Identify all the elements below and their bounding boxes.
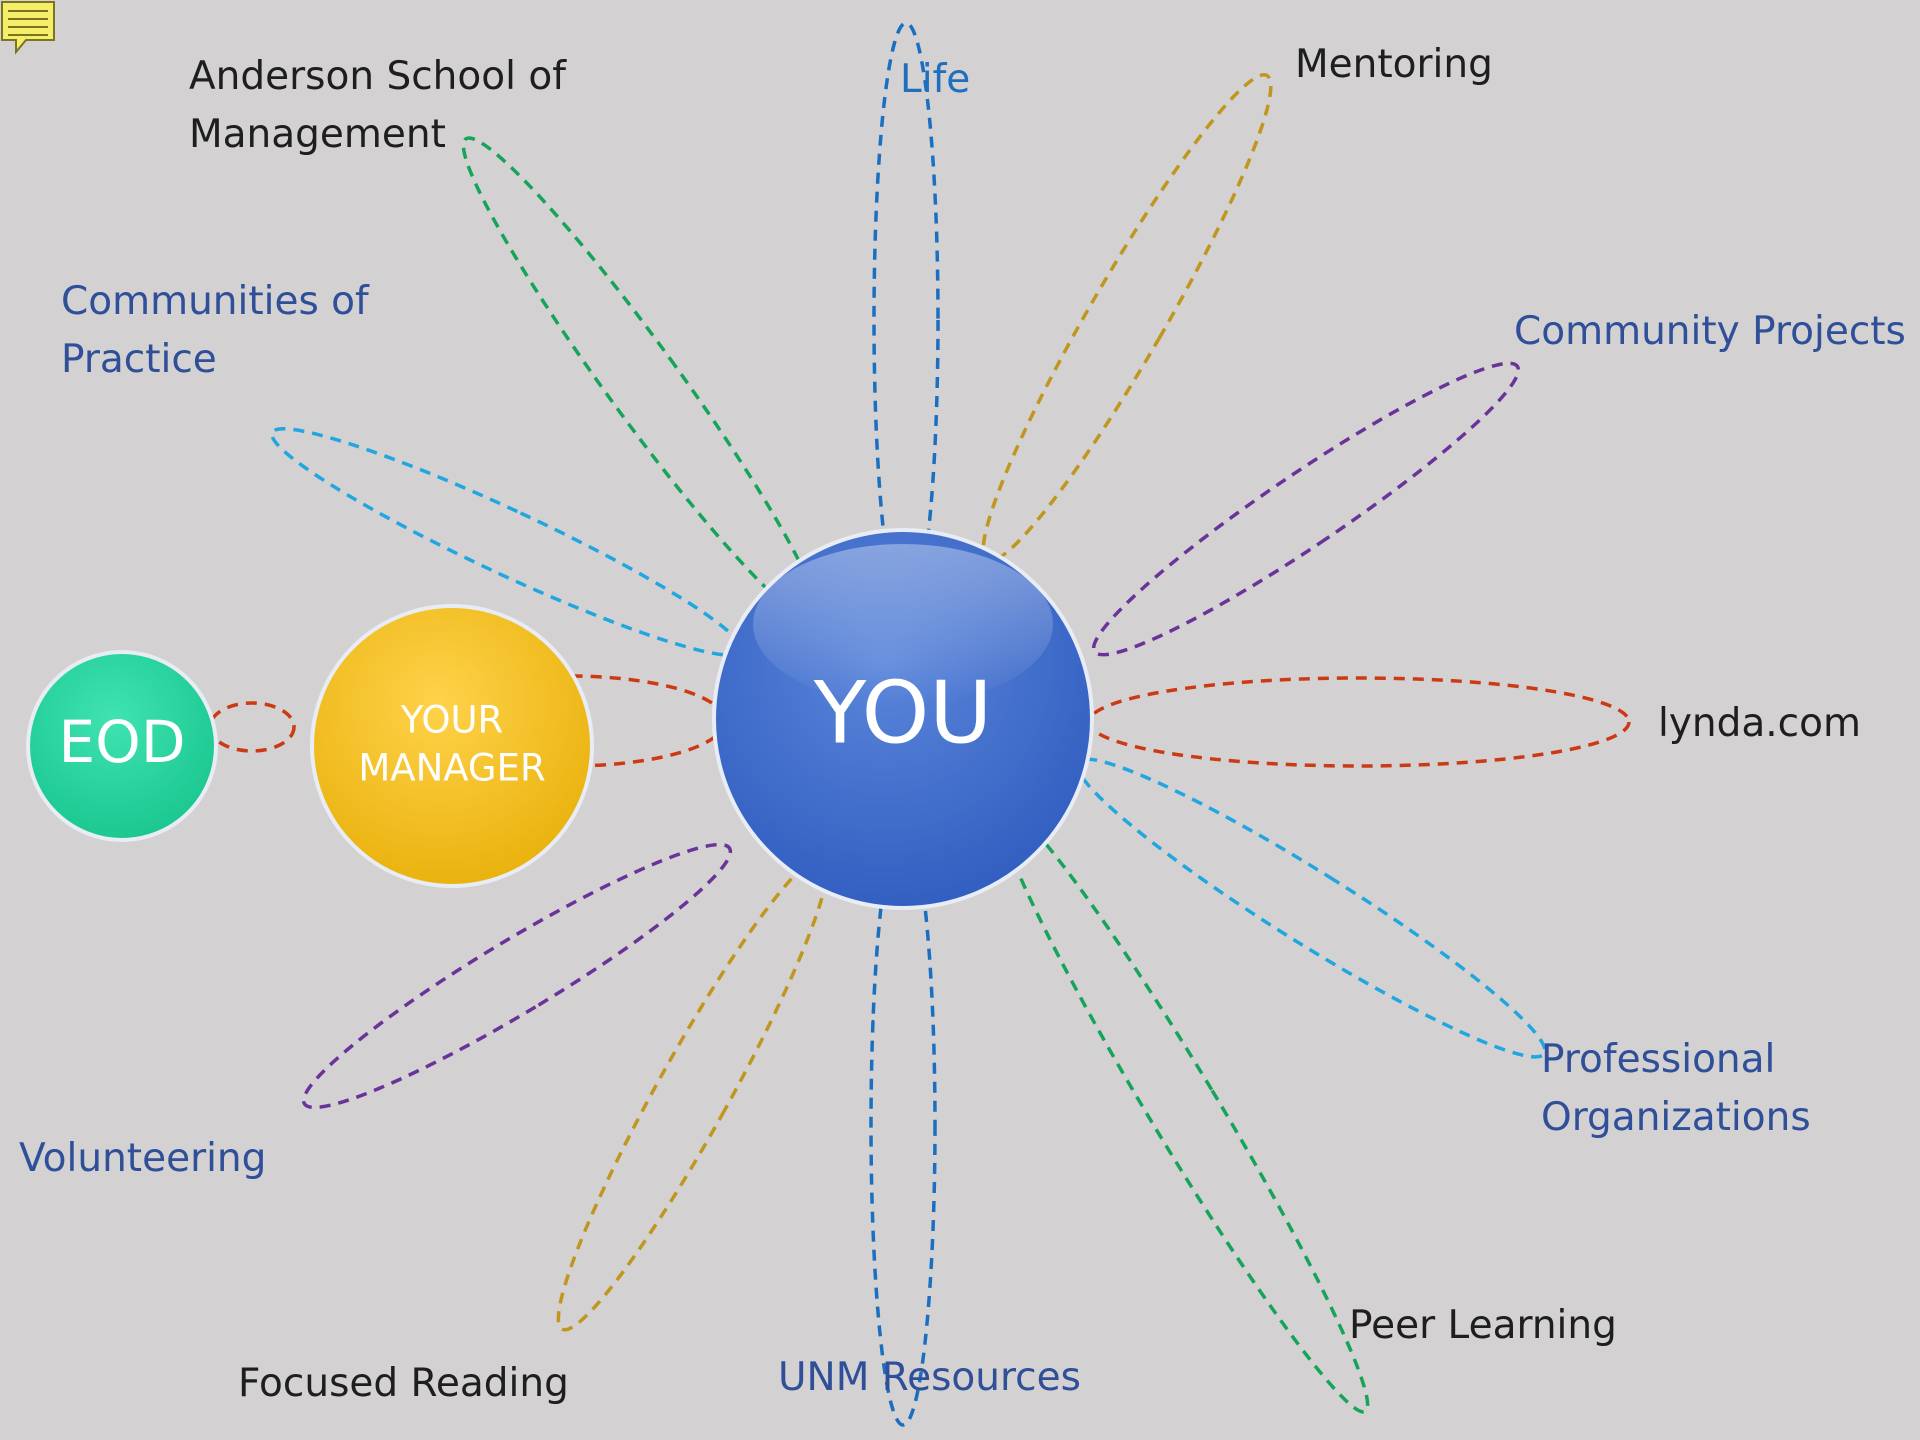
label-focused-reading-line: Focused Reading — [238, 1361, 569, 1406]
petals-layer — [270, 21, 1631, 1427]
label-lynda: lynda.com — [1658, 695, 1861, 753]
label-professional-organizations-line: Organizations — [1541, 1095, 1811, 1140]
label-peer-learning-line: Peer Learning — [1349, 1303, 1617, 1348]
label-focused-reading: Focused Reading — [238, 1355, 569, 1413]
your-manager-label-line-1: YOUR — [400, 699, 504, 742]
you-node-highlight — [753, 544, 1053, 704]
label-lynda-line: lynda.com — [1658, 701, 1861, 746]
your-manager-label-line-2: MANAGER — [358, 747, 545, 790]
label-professional-organizations-line: Professional — [1541, 1037, 1776, 1082]
petal-anderson — [461, 136, 821, 624]
petal-lynda — [1087, 676, 1631, 768]
chain-link-eod-manager — [208, 701, 296, 753]
comment-note-icon[interactable] — [0, 0, 60, 56]
nodes-layer: EOD YOUR MANAGER YOU — [26, 528, 1094, 910]
label-community-projects: Community Projects — [1514, 303, 1906, 361]
label-mentoring-line: Mentoring — [1295, 42, 1493, 87]
label-life: Life — [900, 51, 970, 109]
petal-community-projects — [1091, 361, 1521, 657]
label-unm-resources-line: UNM Resources — [778, 1355, 1081, 1400]
label-mentoring: Mentoring — [1295, 36, 1493, 94]
your-manager-node — [310, 604, 594, 888]
petal-focused-reading — [556, 854, 830, 1332]
label-volunteering-line: Volunteering — [19, 1136, 267, 1181]
eod-node — [26, 650, 218, 842]
you-label: YOU — [813, 663, 992, 763]
label-anderson-line: Management — [189, 112, 446, 157]
petal-professional-organizations — [1075, 757, 1547, 1059]
label-volunteering: Volunteering — [19, 1130, 266, 1188]
label-life-line: Life — [900, 57, 971, 102]
label-communities-of-practice-line: Practice — [61, 337, 217, 382]
petal-mentoring — [981, 73, 1273, 563]
label-unm-resources: UNM Resources — [778, 1349, 1081, 1407]
label-peer-learning: Peer Learning — [1349, 1297, 1617, 1355]
label-anderson: Anderson School of Management — [189, 48, 566, 164]
petal-volunteering — [301, 842, 733, 1110]
label-communities-of-practice: Communities of Practice — [61, 273, 369, 389]
petal-communities-of-practice — [270, 427, 744, 657]
label-anderson-line: Anderson School of — [189, 54, 566, 99]
petal-peer-learning — [996, 802, 1370, 1414]
label-communities-of-practice-line: Communities of — [61, 279, 369, 324]
petal-life — [872, 21, 940, 619]
eod-label: EOD — [59, 708, 186, 776]
petal-unm-resources — [869, 823, 937, 1427]
label-community-projects-line: Community Projects — [1514, 309, 1906, 354]
